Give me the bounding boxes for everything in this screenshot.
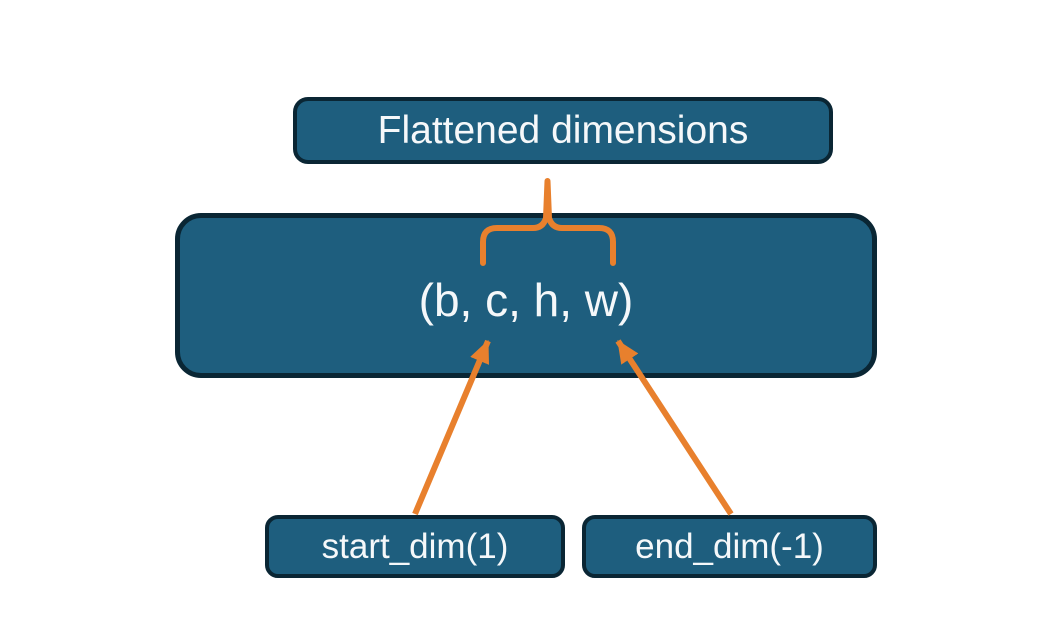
end-dim-label: end_dim(-1) — [635, 526, 824, 566]
node-tensor-shape: (b, c, h, w) — [175, 213, 877, 378]
flattened-dimensions-label: Flattened dimensions — [377, 108, 749, 152]
node-start-dim: start_dim(1) — [265, 515, 565, 578]
node-end-dim: end_dim(-1) — [582, 515, 877, 578]
node-flattened-dimensions: Flattened dimensions — [293, 97, 833, 164]
start-dim-label: start_dim(1) — [321, 526, 509, 566]
tensor-shape-label: (b, c, h, w) — [418, 273, 634, 326]
